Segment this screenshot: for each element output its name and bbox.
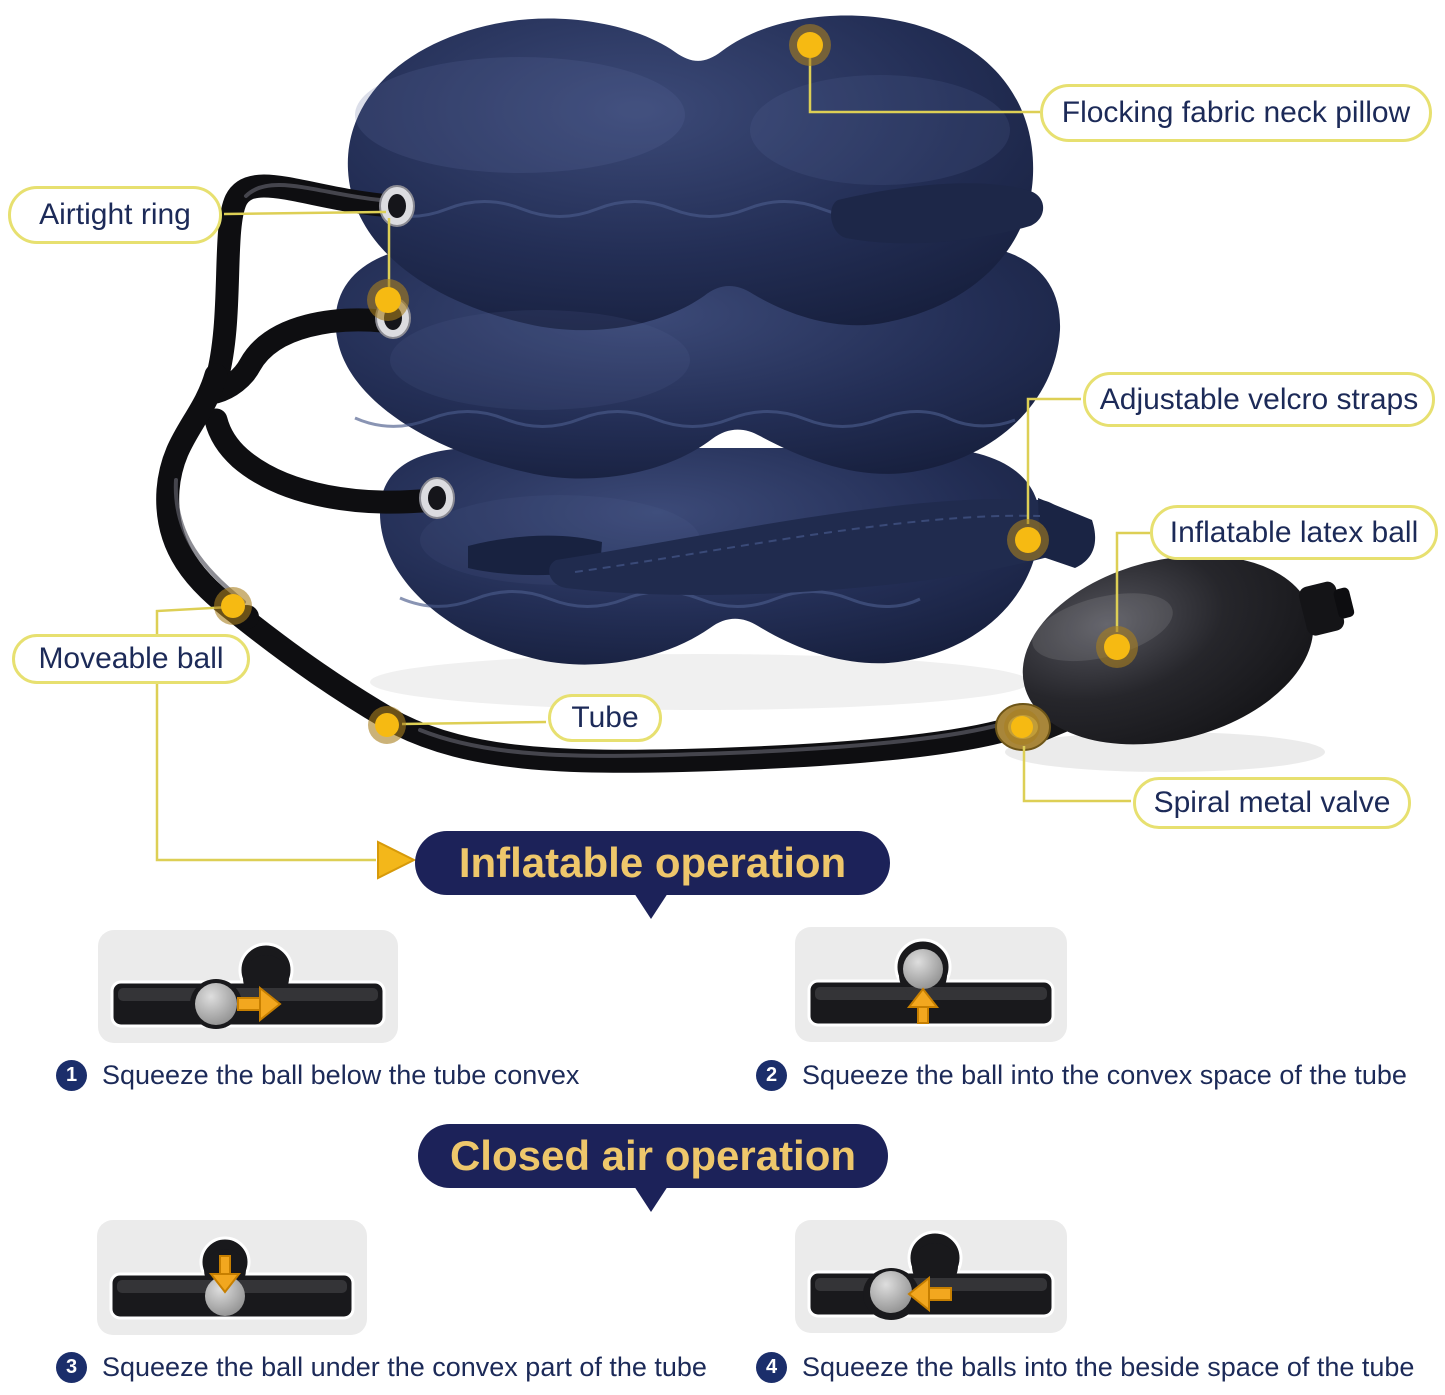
step-number-2: 2 <box>756 1060 787 1091</box>
step-caption-2: 2 Squeeze the ball into the convex space… <box>756 1060 1407 1091</box>
label-flocking-text: Flocking fabric neck pillow <box>1061 96 1411 129</box>
step-photo-2 <box>795 927 1067 1042</box>
pillow-shadow <box>370 654 1030 710</box>
label-latex-text: Inflatable latex ball <box>1169 515 1419 549</box>
step-text-4: Squeeze the balls into the beside space … <box>802 1352 1415 1382</box>
label-latex-ball: Inflatable latex ball <box>1150 505 1438 560</box>
step-photo-3-art <box>97 1220 367 1335</box>
arrow-right-icon <box>237 985 282 1023</box>
badge-closed-text: Closed air operation <box>449 1132 857 1179</box>
arrow-to-inflatable-operation <box>377 840 417 880</box>
label-airtight-text: Airtight ring <box>39 198 191 231</box>
step-number-4: 4 <box>756 1352 787 1383</box>
step-photo-3 <box>97 1220 367 1335</box>
step-photo-4-art <box>795 1220 1067 1333</box>
arrow-up-icon <box>906 987 940 1024</box>
step-photo-2-art <box>795 927 1067 1042</box>
marker-airtight <box>367 279 409 321</box>
marker-valve <box>1004 709 1040 745</box>
label-velcro-straps: Adjustable velcro straps <box>1083 372 1435 427</box>
badge-inflatable-text: Inflatable operation <box>458 839 847 886</box>
step-photo-1 <box>98 930 398 1043</box>
step-photo-4 <box>795 1220 1067 1333</box>
neck-pillow <box>335 15 1096 665</box>
marker-tube <box>368 706 406 744</box>
step-number-1: 1 <box>56 1060 87 1091</box>
product-photo-illustration <box>155 15 1355 880</box>
label-moveable-text: Moveable ball <box>38 642 224 675</box>
marker-latex-ball <box>1096 626 1138 668</box>
velcro-straps <box>468 183 1096 595</box>
step-caption-1: 1 Squeeze the ball below the tube convex <box>56 1060 579 1091</box>
label-moveable-ball: Moveable ball <box>12 634 250 684</box>
pump-shadow <box>1005 732 1325 772</box>
badge-inflatable-operation: Inflatable operation <box>415 831 890 919</box>
arrow-down-icon <box>208 1255 242 1294</box>
step-text-1: Squeeze the ball below the tube convex <box>102 1060 580 1090</box>
label-flocking-fabric: Flocking fabric neck pillow <box>1040 84 1432 142</box>
label-spiral-valve: Spiral metal valve <box>1133 777 1411 829</box>
step-caption-3: 3 Squeeze the ball under the convex part… <box>56 1352 707 1383</box>
step-photo-1-art <box>98 930 398 1043</box>
arrow-left-icon <box>907 1275 952 1313</box>
label-valve-text: Spiral metal valve <box>1153 786 1391 819</box>
pillow-layer-top <box>347 15 1034 331</box>
step-text-2: Squeeze the ball into the convex space o… <box>802 1060 1407 1090</box>
label-tube: Tube <box>548 694 662 742</box>
step-number-3: 3 <box>56 1352 87 1383</box>
callout-lines <box>155 58 1150 862</box>
marker-flocking <box>789 24 831 66</box>
label-airtight-ring: Airtight ring <box>8 186 222 244</box>
marker-dots <box>214 24 1138 745</box>
marker-velcro <box>1007 519 1049 561</box>
step-text-3: Squeeze the ball under the convex part o… <box>102 1352 707 1382</box>
marker-moveable-ball <box>214 587 252 625</box>
label-velcro-text: Adjustable velcro straps <box>1099 382 1419 416</box>
label-tube-text: Tube <box>571 701 639 734</box>
badge-closed-air-operation: Closed air operation <box>418 1124 888 1212</box>
step-caption-4: 4 Squeeze the balls into the beside spac… <box>756 1352 1414 1383</box>
